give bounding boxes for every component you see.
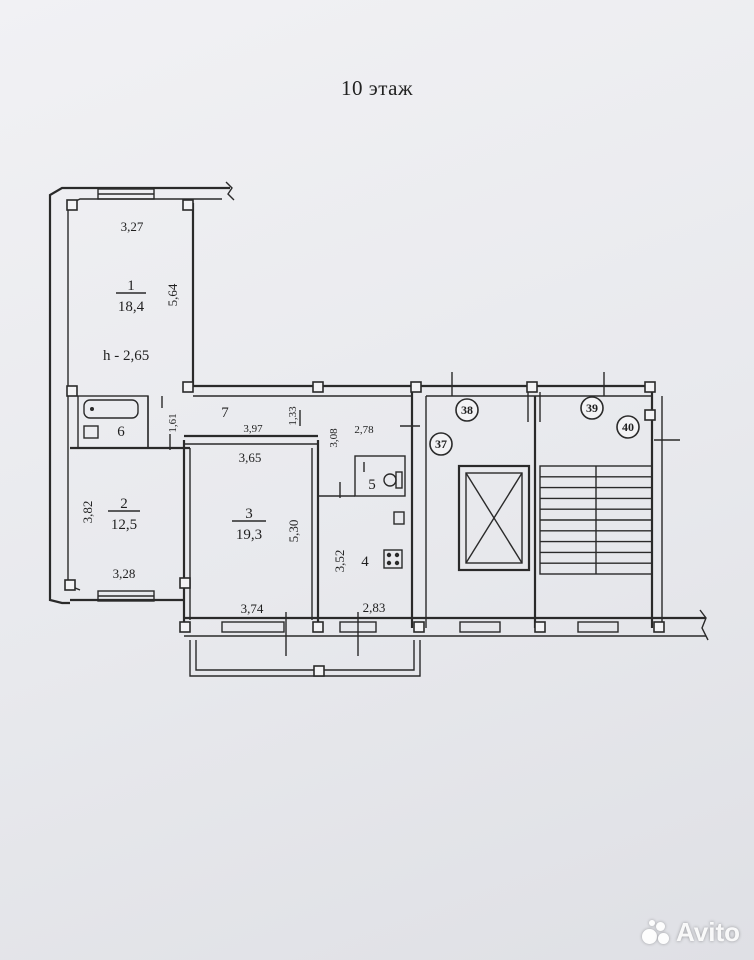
toilet-fixture: [383, 471, 403, 489]
dim-room2-width: 3,28: [113, 566, 136, 581]
dim-hall-left: 3,08: [328, 428, 340, 448]
dim-room4-width: 2,83: [363, 600, 386, 615]
break-marks: [225, 181, 709, 641]
room-3-number: 3: [245, 506, 253, 522]
dim-room4-length: 3,52: [332, 550, 347, 573]
elevator-shaft: [457, 464, 531, 572]
apartment-walls: [48, 186, 706, 677]
axis-marker-39: 39: [580, 396, 604, 420]
svg-text:37: 37: [435, 437, 447, 451]
room-5-number: 5: [368, 477, 376, 493]
dim-room7-length: 3,97: [243, 423, 263, 435]
dim-room1-width: 3,27: [121, 219, 144, 234]
dim-room3-width: 3,74: [241, 601, 264, 616]
avito-wordmark: Avito: [675, 917, 740, 947]
dim-room3-length: 5,30: [286, 520, 301, 543]
room-2-area: 12,5: [111, 517, 137, 533]
door-ticks: [161, 372, 680, 656]
bathtub: [83, 399, 139, 439]
room-7-number: 7: [221, 405, 229, 421]
dim-room2-length: 3,82: [80, 501, 95, 524]
svg-text:39: 39: [586, 401, 598, 415]
svg-text:38: 38: [461, 403, 473, 417]
dim-hall-right: 2,78: [354, 424, 374, 436]
floor-title: 10 этаж: [340, 76, 414, 100]
dim-room6-width: 1,61: [167, 413, 179, 432]
room-3-area: 19,3: [236, 527, 262, 543]
room-4-number: 4: [361, 554, 369, 570]
axis-marker-37: 37: [429, 432, 453, 456]
room-1-area: 18,4: [118, 299, 145, 315]
staircase: [539, 465, 653, 575]
avito-watermark: Avito: [641, 917, 740, 948]
room-6-number: 6: [117, 424, 125, 440]
stove-fixture: [383, 511, 405, 569]
avito-logo-icon: [641, 919, 672, 946]
axis-marker-40: 40: [616, 415, 640, 439]
ceiling-height: h - 2,65: [103, 348, 149, 364]
room-2-number: 2: [120, 496, 128, 512]
dim-room1-length: 5,64: [165, 283, 180, 306]
columns: [64, 199, 665, 677]
dim-room7-width: 1,33: [287, 406, 299, 426]
room-1-number: 1: [127, 278, 135, 294]
svg-text:40: 40: [622, 420, 634, 434]
axis-marker-38: 38: [455, 398, 479, 422]
dim-room3-inner-width: 3,65: [239, 450, 262, 465]
